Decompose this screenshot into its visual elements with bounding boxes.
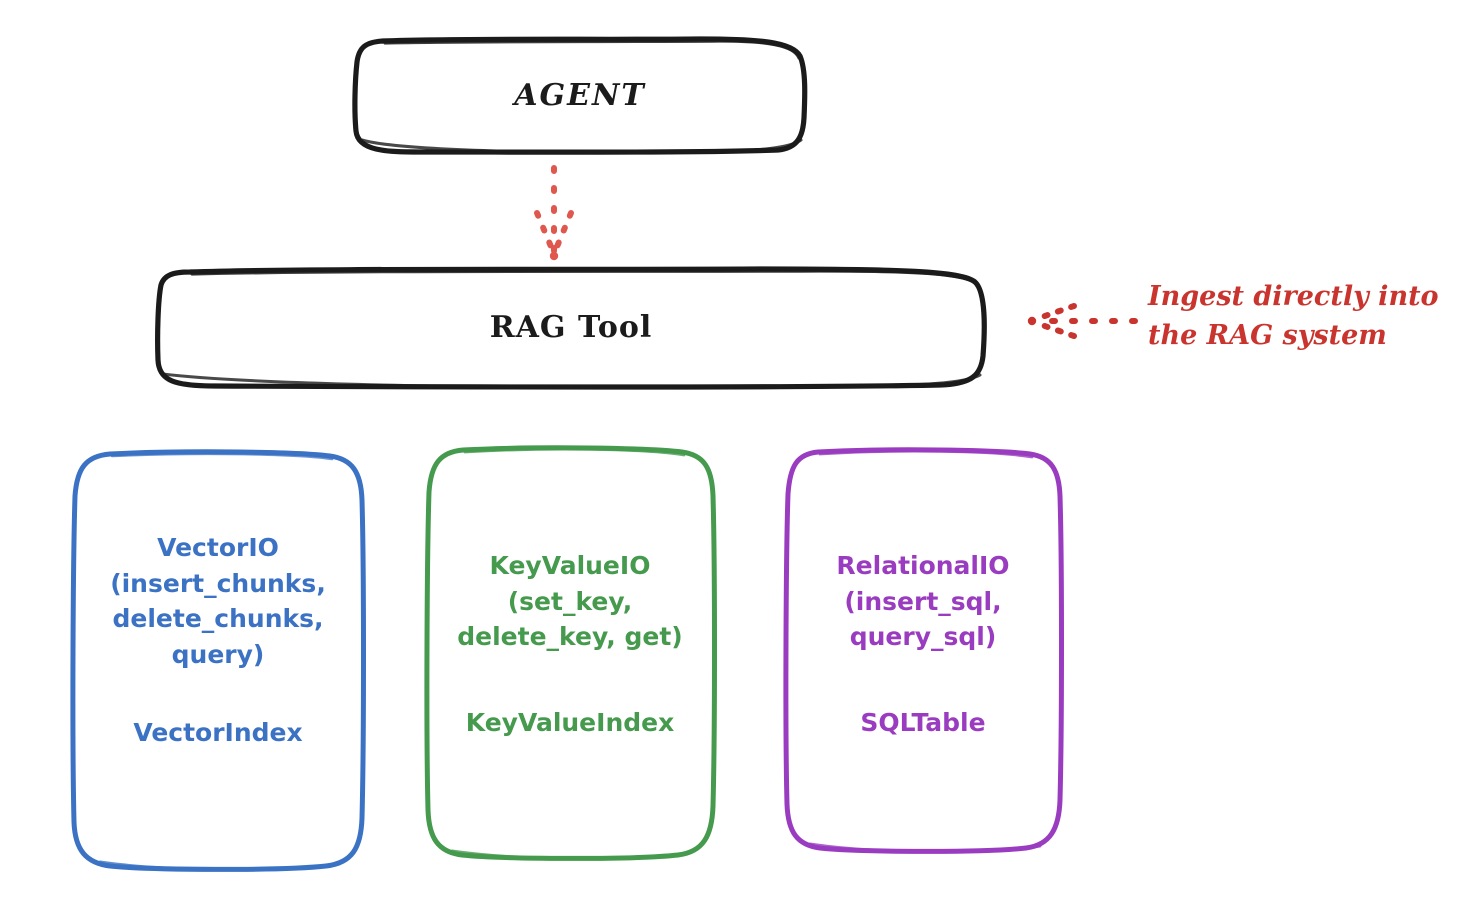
agent-to-rag-connector	[534, 165, 574, 261]
ingest-note-connector	[1027, 303, 1138, 339]
key-value-index-label: KeyValueIndex	[465, 708, 675, 737]
agent-node-label: AGENT	[514, 78, 646, 114]
key-value-io-api-label: KeyValueIO (set_key, delete_key, get)	[457, 551, 683, 651]
sql-table-label: SQLTable	[860, 708, 986, 737]
ingest-annotation-text: Ingest directly into the RAG system	[1148, 281, 1439, 352]
vector-index-label: VectorIndex	[133, 718, 303, 747]
relational-io-api-label: RelationalIO (insert_sql, query_sql)	[836, 551, 1010, 651]
vector-io-api-label: VectorIO (insert_chunks, delete_chunks, …	[110, 533, 326, 669]
rag-tool-node-label: RAG Tool	[489, 309, 653, 345]
